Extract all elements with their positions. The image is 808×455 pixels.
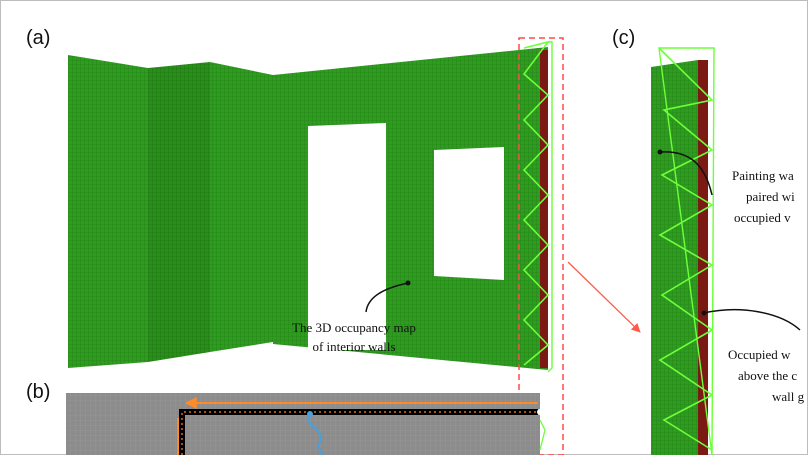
trajectory-edge: [548, 42, 552, 372]
zoom-arrow: [568, 262, 640, 332]
zoomed-wall: [651, 48, 714, 455]
occupied-label-line2: above the c: [738, 368, 797, 383]
wall-segment-2: [148, 62, 210, 362]
wall-segment-1: [68, 55, 148, 368]
occupancy-label-line1: The 3D occupancy map: [292, 320, 416, 335]
floor-plan: [66, 393, 545, 455]
blue-path-start: [307, 411, 313, 417]
panel-label-c: (c): [612, 27, 635, 49]
occupied-label-line1: Occupied w: [728, 347, 791, 362]
occupied-callout-line: [704, 310, 800, 330]
plan-corner-marker: [537, 409, 543, 415]
occupancy-callout-dot: [406, 281, 411, 286]
painting-callout-dot: [658, 150, 663, 155]
panel-label-b: (b): [26, 381, 50, 403]
occupied-wall-strip: [540, 50, 548, 368]
occupied-label-line3: wall g: [772, 389, 805, 404]
occupancy-label-line2: of interior walls: [312, 339, 395, 354]
wall-segment-3: [210, 62, 273, 352]
window-opening: [434, 147, 504, 280]
plan-trajectory: [540, 420, 545, 450]
panel-label-a: (a): [26, 27, 50, 49]
painting-label-line2: paired wi: [746, 189, 795, 204]
occupied-callout-dot: [702, 311, 707, 316]
painting-label-line1: Painting wa: [732, 168, 794, 183]
painting-label-line3: occupied v: [734, 210, 791, 225]
door-opening: [308, 123, 386, 350]
